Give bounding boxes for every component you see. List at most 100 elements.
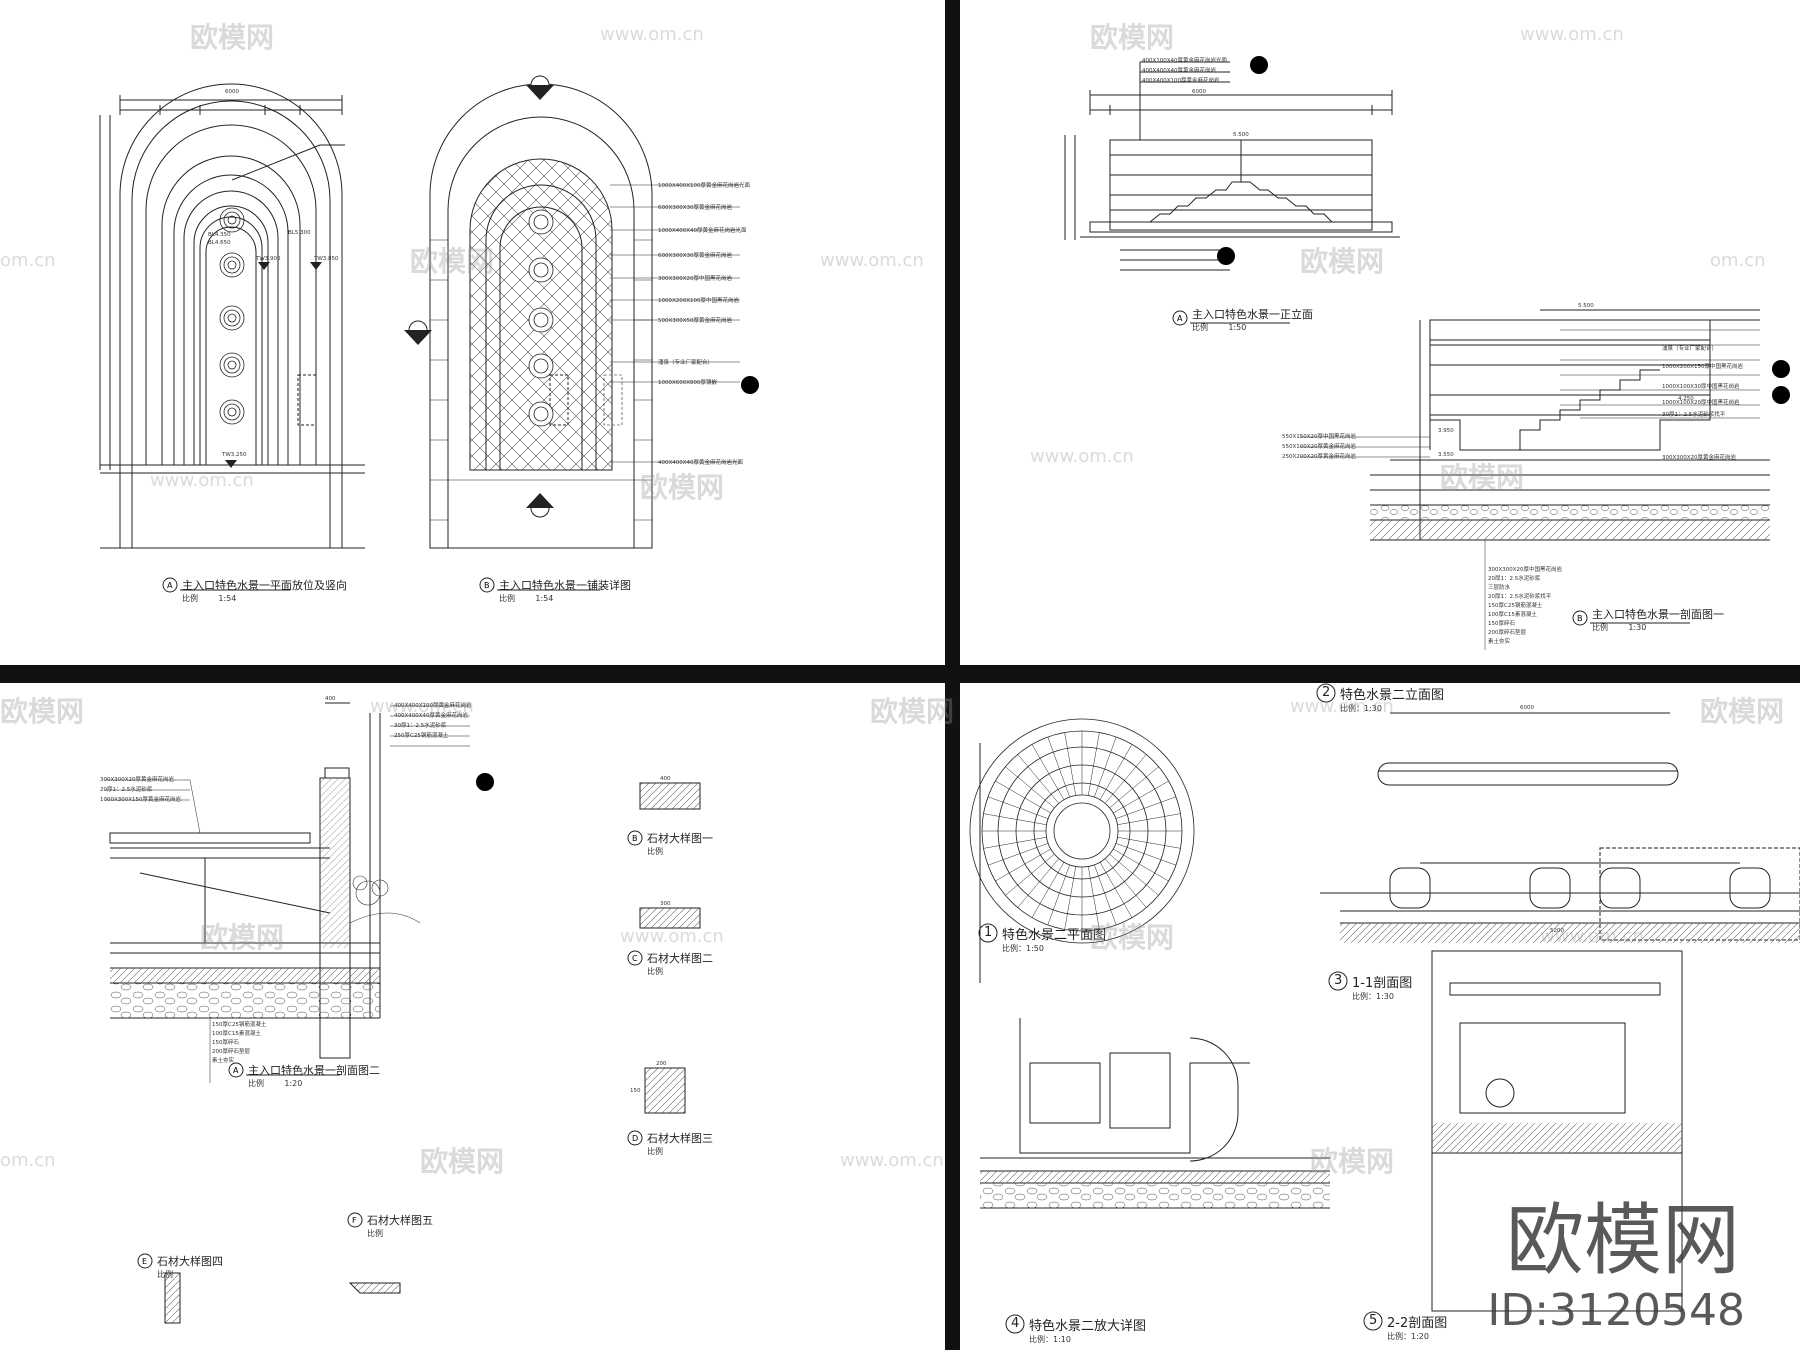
- dim-s3-2: 400: [660, 776, 671, 782]
- plan-spoke: [1005, 766, 1055, 809]
- plan-spoke: [1115, 843, 1177, 866]
- level-1: BL4.350: [208, 232, 231, 238]
- plan-spoke: [1031, 744, 1065, 800]
- note-s3-2: 400X400X40厚黄金麻花岗岩: [394, 713, 469, 719]
- caption-3a: 主入口特色水景一剖面图二 比例 1:20: [248, 1064, 380, 1088]
- note-right-1: 涌泉（专业厂家配合）: [1662, 346, 1718, 352]
- section-drawing: A B C D E F: [105, 702, 701, 1324]
- caption-3c: 石材大样图二比例: [647, 952, 713, 976]
- caption-a: 主入口特色水景一平面放位及竖向 比例 1:54: [182, 579, 347, 603]
- note-bottom-6: 100厚C15素混凝土: [1488, 612, 1537, 618]
- marker-dot: [476, 773, 494, 791]
- caption-4-3: 1-1剖面图比例：1:30: [1352, 976, 1413, 1001]
- plan-spoke: [1064, 866, 1076, 930]
- plan-drawing: A B: [99, 75, 740, 593]
- level-top: 5.500: [1233, 132, 1249, 138]
- level-4: TW3.900: [256, 256, 281, 262]
- note-top-1: 400X100X40厚黄金麻花岗岩光面: [1142, 58, 1228, 64]
- marker-dot: [1772, 360, 1790, 378]
- plan-spokes: [982, 731, 1182, 931]
- note-s3-1: 400X400X100厚黄金麻花岗岩: [394, 703, 472, 709]
- plan-spoke: [1113, 848, 1169, 882]
- caption-b: 主入口特色水景一铺装详图 比例 1:54: [499, 579, 631, 603]
- note-right-6: 300X300X20厚黄金麻花岗岩: [1662, 455, 1737, 461]
- sheet-plan-paving: A B 6000 BL4.350 BL5.300 BL4.650 TW3.900…: [0, 0, 945, 665]
- note-b-9: 1000X600X800厚镶嵌: [658, 380, 718, 386]
- level-base: 3.550: [1438, 452, 1454, 458]
- note-s3-9: 100厚C15素混凝土: [212, 1031, 261, 1037]
- note-left-1: 550X150X20厚中国黑花岗岩: [1282, 434, 1357, 440]
- sheet-section-stone-details: A B C D E F 400 400 300 200 150 400X400X…: [0, 683, 945, 1350]
- dim-s4-2: 5200: [1550, 928, 1564, 934]
- note-bottom-4: 20厚1：2.5水泥砂浆找平: [1488, 594, 1552, 600]
- note-s3-11: 200厚碎石垫层: [212, 1049, 250, 1055]
- plan-spoke: [995, 848, 1051, 882]
- note-s3-7: 1000X300X150厚黄金麻花岗岩: [100, 797, 182, 803]
- plan-spoke: [1088, 866, 1100, 930]
- plan-spoke: [1109, 853, 1159, 896]
- level-low: 3.950: [1438, 428, 1454, 434]
- sheet-elevation-section: A: [960, 0, 1800, 665]
- plan-spoke: [1104, 858, 1147, 908]
- caption-4-2: 特色水景二立面图比例：1:30: [1340, 688, 1445, 713]
- svg-text:B: B: [1577, 614, 1583, 623]
- note-b-10: 400X400X40厚黄金麻花岗岩光面: [658, 460, 744, 466]
- feature-two-drawing: [969, 683, 1800, 1334]
- plan-spoke: [1117, 837, 1181, 849]
- note-right-5: 30厚1：2.5水泥砂浆找平: [1662, 412, 1726, 418]
- note-b-2: 600X300X30厚黄金麻花岗岩: [658, 205, 733, 211]
- note-left-3: 250X200X20厚黄金麻花岗岩: [1282, 454, 1357, 460]
- svg-text:E: E: [142, 1257, 147, 1266]
- brand-watermark-large: 欧模网: [1505, 1196, 1740, 1286]
- note-s3-12: 素土夯实: [212, 1058, 235, 1064]
- level-3: BL4.650: [208, 240, 231, 246]
- note-right-4: 1000X100X20厚中国黑花岗岩: [1662, 400, 1740, 406]
- note-bottom-7: 150厚碎石: [1488, 621, 1515, 627]
- caption-3d: 石材大样图三比例: [647, 1132, 713, 1156]
- caption-3f: 石材大样图五比例: [367, 1214, 433, 1238]
- level-5: TW3.850: [314, 256, 339, 262]
- caption-2a: 主入口特色水景一正立面 比例 1:50: [1192, 308, 1313, 332]
- plan-spoke: [1115, 796, 1177, 819]
- marker-dot: [1250, 56, 1268, 74]
- note-b-4: 600X300X30厚黄金麻花岗岩: [658, 253, 733, 259]
- svg-text:C: C: [632, 954, 638, 963]
- note-s3-6: 20厚1：2.5水泥砂浆: [100, 787, 153, 793]
- plan-spoke: [1094, 864, 1117, 926]
- svg-text:A: A: [233, 1066, 239, 1075]
- note-b-1: 1000X400X100厚黄金麻花岗岩光面: [658, 183, 751, 189]
- level-2: BL5.300: [288, 230, 311, 236]
- plan-spoke: [1117, 813, 1181, 825]
- plan-spoke: [987, 796, 1049, 819]
- num-4: 4: [1011, 1316, 1020, 1331]
- dim-s4-1: 6000: [1520, 705, 1534, 711]
- note-b-7: 500X300X50厚黄金麻花岗岩: [658, 318, 733, 324]
- note-bottom-3: 三层防水: [1488, 585, 1511, 591]
- plan-spoke: [1017, 858, 1060, 908]
- note-s3-3: 30厚1：2.5水泥砂浆: [394, 723, 447, 729]
- caption-2b: 主入口特色水景一剖面图一 比例 1:30: [1592, 608, 1724, 632]
- plan-spoke: [1047, 736, 1070, 798]
- note-left-2: 550X100X20厚黄金麻花岗岩: [1282, 444, 1357, 450]
- dim-total: 6000: [225, 89, 239, 95]
- sheet-feature-water-two: 6000 5200 1 2 3 4 5 特色水景二平面图比例：1:50 特色水景…: [960, 683, 1800, 1350]
- marker-dot: [1772, 386, 1790, 404]
- model-id: ID:3120548: [1487, 1285, 1745, 1336]
- note-s3-10: 150厚碎石: [212, 1040, 239, 1046]
- caption-4-1: 特色水景二平面图比例：1:50: [1002, 928, 1107, 953]
- note-s3-8: 150厚C25钢筋混凝土: [212, 1022, 267, 1028]
- dim-s3-4: 200: [656, 1061, 667, 1067]
- plan-spoke: [983, 837, 1047, 849]
- svg-text:A: A: [1177, 314, 1183, 323]
- plan-spoke: [1088, 732, 1100, 796]
- elevation-drawing: A: [1064, 61, 1770, 650]
- plan-spoke: [1064, 732, 1076, 796]
- caption-4-5: 2-2剖面图比例：1:20: [1387, 1316, 1448, 1341]
- plan-spoke: [1017, 754, 1060, 804]
- note-bottom-2: 20厚1：2.5水泥砂浆: [1488, 576, 1541, 582]
- note-b-3: 1000X400X40厚黄金麻花岗岩光面: [658, 228, 747, 234]
- num-5: 5: [1369, 1313, 1378, 1328]
- note-bottom-5: 150厚C25钢筋混凝土: [1488, 603, 1543, 609]
- num-2: 2: [1322, 685, 1331, 700]
- level-top-b: 5.500: [1578, 303, 1594, 309]
